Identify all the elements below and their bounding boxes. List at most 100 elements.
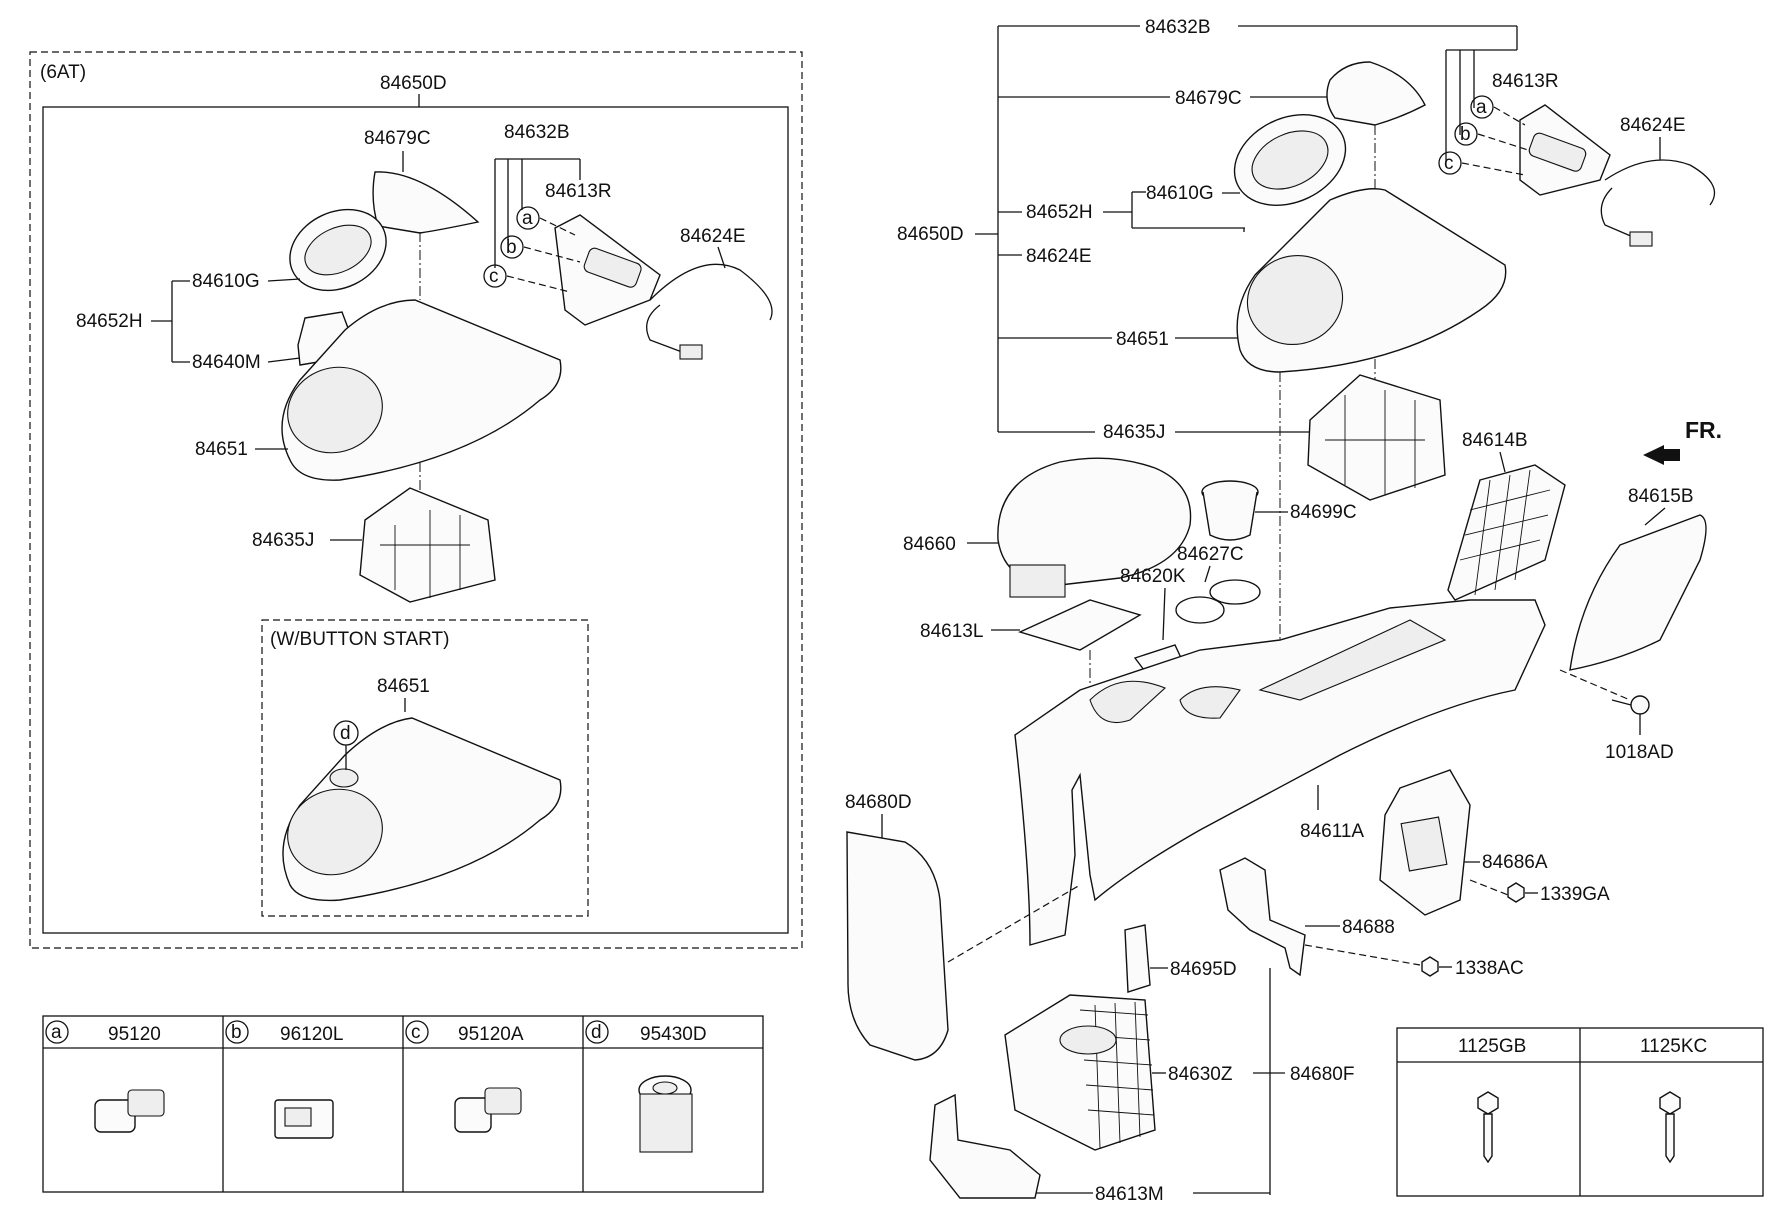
switch-table: a 95120 b 96120L c 95120A d 95430D	[42, 1015, 764, 1193]
part-1339GA-nut	[1507, 882, 1525, 903]
part-84610G-main-bezel	[1233, 114, 1347, 206]
label-84652H-main: 84652H	[1026, 202, 1093, 223]
svg-text:a: a	[1476, 97, 1487, 118]
svg-text:a: a	[51, 1022, 62, 1043]
label-84688: 84688	[1342, 917, 1395, 938]
part-84627C-ring	[1209, 579, 1261, 605]
callout-b: b	[500, 235, 524, 259]
svg-text:c: c	[411, 1022, 421, 1043]
part-84635J-main-bracket	[1307, 374, 1446, 501]
part-84680D-side-cover	[846, 831, 949, 1061]
part-84613L-mat	[1018, 599, 1142, 651]
label-84680D: 84680D	[845, 792, 912, 813]
label-84650D: 84650D	[380, 73, 447, 94]
label-84610G: 84610G	[192, 271, 260, 292]
label-84635J: 84635J	[252, 530, 314, 551]
part-1338AC-nut	[1421, 956, 1439, 977]
label-84679C-main: 84679C	[1175, 88, 1242, 109]
part-84614B-panel	[1447, 464, 1566, 601]
svg-text:d: d	[591, 1022, 602, 1043]
svg-text:d: d	[340, 723, 351, 744]
part-84679C-cover	[372, 171, 480, 234]
label-84632B-main: 84632B	[1145, 17, 1211, 38]
part-84627C-ring-2	[1175, 596, 1225, 624]
harness-connector	[679, 344, 703, 360]
part-84615B-side-panel	[1569, 514, 1707, 671]
label-84613R: 84613R	[545, 181, 612, 202]
label-1338AC: 1338AC	[1455, 958, 1524, 979]
label-84652H: 84652H	[76, 311, 143, 332]
label-84624E-main-left: 84624E	[1026, 246, 1092, 267]
label-84613R-main: 84613R	[1492, 71, 1559, 92]
label-1018AD: 1018AD	[1605, 742, 1674, 763]
label-84695D: 84695D	[1170, 959, 1237, 980]
svg-text:b: b	[231, 1022, 242, 1043]
part-84624E-main-harness	[1600, 159, 1716, 241]
callout-c: c	[483, 264, 507, 288]
callout-b-main: b	[1454, 122, 1478, 146]
label-84620K: 84620K	[1120, 566, 1186, 587]
label-84627C: 84627C	[1177, 544, 1244, 565]
label-84615B: 84615B	[1628, 486, 1694, 507]
part-84613M-bracket	[929, 1093, 1041, 1199]
label-84680F: 84680F	[1290, 1064, 1354, 1085]
svg-text:95120A: 95120A	[458, 1024, 524, 1045]
callout-a: a	[516, 206, 540, 230]
svg-text:c: c	[489, 266, 499, 287]
group-6at: (6AT) 84650D 84679C 84610G 84640M 84652H…	[29, 51, 803, 949]
part-84688-bracket	[1219, 857, 1306, 977]
part-1018AD-screw	[1611, 695, 1650, 715]
label-84651-button-start: 84651	[377, 676, 430, 697]
bolt-cell-1125KC: 1125KC	[1640, 1036, 1707, 1164]
label-84640M: 84640M	[192, 352, 261, 373]
part-84624E-harness	[646, 263, 773, 356]
label-84614B: 84614B	[1462, 430, 1528, 451]
svg-text:a: a	[522, 208, 533, 229]
part-84699C-cup-insert	[1201, 480, 1259, 541]
label-84613M: 84613M	[1095, 1184, 1164, 1205]
svg-text:1125KC: 1125KC	[1640, 1036, 1707, 1057]
label-84651: 84651	[195, 439, 248, 460]
label-84632B: 84632B	[504, 122, 570, 143]
label-84611A: 84611A	[1300, 821, 1364, 842]
group-main-assembly: 84632B 84635J 84679C 84650D 84652H 84610…	[845, 17, 1722, 1205]
label-84624E: 84624E	[680, 226, 746, 247]
svg-text:c: c	[1444, 153, 1454, 174]
part-84611A-console-body	[1014, 599, 1546, 946]
label-84624E-main: 84624E	[1620, 115, 1686, 136]
group-button-start-label: (W/BUTTON START)	[270, 629, 449, 650]
switch-cell-a: a 95120	[45, 1020, 165, 1133]
label-84660: 84660	[903, 534, 956, 555]
front-arrow-icon	[1643, 445, 1680, 465]
svg-text:b: b	[1460, 124, 1471, 145]
switch-cell-c: c 95120A	[405, 1020, 524, 1133]
label-84630Z: 84630Z	[1168, 1064, 1233, 1085]
svg-text:b: b	[506, 237, 517, 258]
label-84635J-main: 84635J	[1103, 422, 1165, 443]
label-84650D-main: 84650D	[897, 224, 964, 245]
switch-cell-d: d 95430D	[585, 1020, 707, 1153]
part-84610G-bezel	[289, 208, 387, 292]
bolt-cell-1125GB: 1125GB	[1458, 1036, 1526, 1164]
label-84686A: 84686A	[1482, 852, 1548, 873]
label-84651-main: 84651	[1116, 329, 1169, 350]
part-84679C-main-cover	[1326, 61, 1426, 126]
part-84695D-panel	[1124, 924, 1151, 993]
front-label: FR.	[1685, 417, 1722, 443]
group-6at-label: (6AT)	[40, 62, 86, 83]
label-84699C: 84699C	[1290, 502, 1357, 523]
svg-text:95430D: 95430D	[640, 1024, 707, 1045]
label-84679C: 84679C	[364, 128, 431, 149]
front-direction-indicator: FR.	[1643, 417, 1722, 465]
svg-text:95120: 95120	[108, 1024, 161, 1045]
switch-cell-b: b 96120L	[225, 1020, 343, 1139]
callout-a-main: a	[1470, 95, 1494, 119]
main-harness-connector	[1629, 231, 1653, 247]
svg-text:96120L: 96120L	[280, 1024, 343, 1045]
label-84613L: 84613L	[920, 621, 983, 642]
part-84630Z-storage-bin	[1004, 994, 1156, 1151]
label-1339GA: 1339GA	[1540, 884, 1610, 905]
bolt-table: 1125GB 1125KC	[1396, 1027, 1764, 1197]
label-84610G-main: 84610G	[1146, 183, 1214, 204]
